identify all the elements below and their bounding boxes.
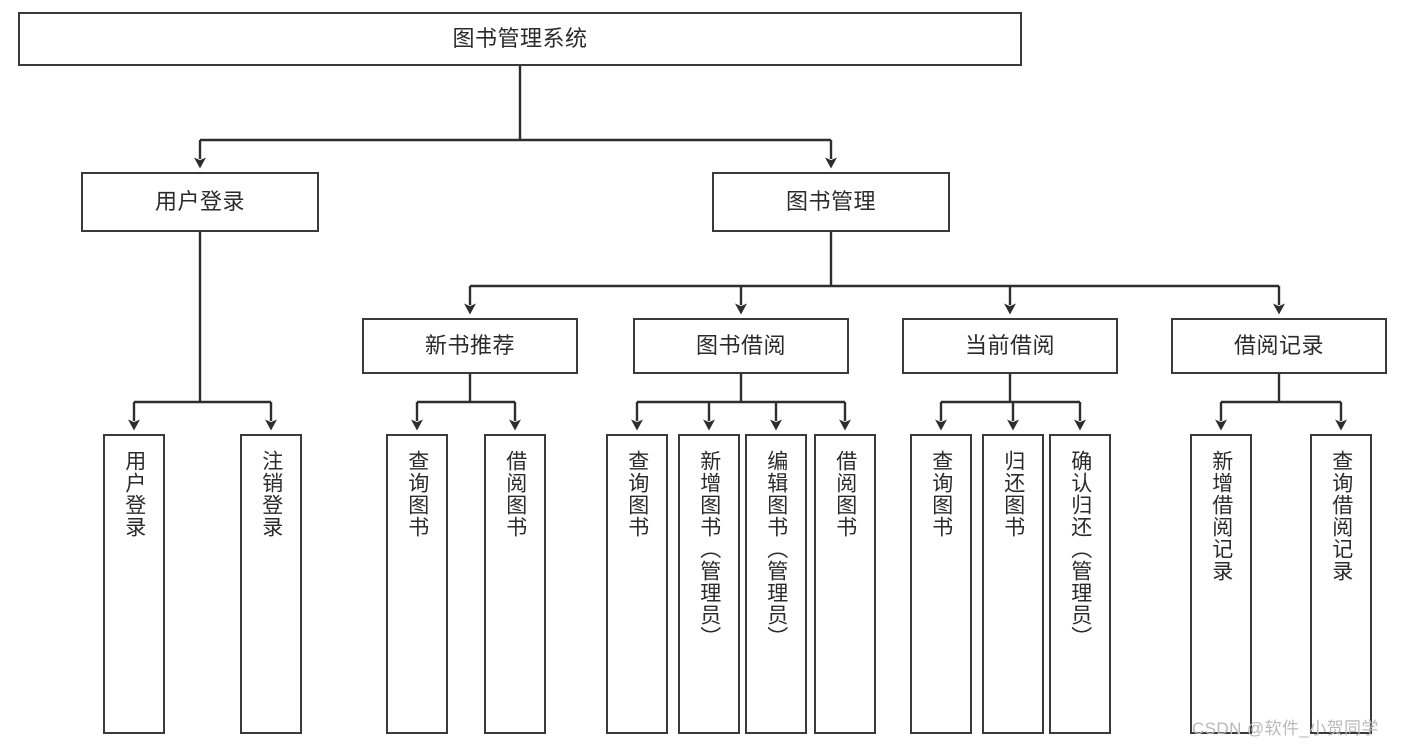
node-root[interactable]: 图书管理系统 <box>18 12 1022 66</box>
node-label: 编辑图书（管理员） <box>764 450 788 648</box>
node-leaf-confirm-return[interactable]: 确认归还（管理员） <box>1049 434 1111 734</box>
node-label: 查询图书 <box>405 450 429 538</box>
node-leaf-query-book-2[interactable]: 查询图书 <box>606 434 668 734</box>
node-label: 借阅记录 <box>1233 332 1324 358</box>
node-borrow-record[interactable]: 借阅记录 <box>1171 318 1387 374</box>
node-label: 查询图书 <box>625 450 649 538</box>
node-user-login[interactable]: 用户登录 <box>81 172 319 232</box>
node-label: 查询借阅记录 <box>1329 450 1353 582</box>
node-label: 新书推荐 <box>424 332 515 358</box>
node-leaf-borrow-book-2[interactable]: 借阅图书 <box>814 434 876 734</box>
node-book-borrow[interactable]: 图书借阅 <box>633 318 849 374</box>
node-label: 图书管理系统 <box>452 25 588 51</box>
node-leaf-edit-book[interactable]: 编辑图书（管理员） <box>745 434 807 734</box>
node-leaf-logout-login[interactable]: 注销登录 <box>240 434 302 734</box>
node-label: 当前借阅 <box>964 332 1055 358</box>
node-leaf-add-book[interactable]: 新增图书（管理员） <box>678 434 740 734</box>
node-leaf-user-login[interactable]: 用户登录 <box>103 434 165 734</box>
node-label: 新增图书（管理员） <box>697 450 721 648</box>
node-label: 归还图书 <box>1001 450 1025 538</box>
node-leaf-borrow-book-1[interactable]: 借阅图书 <box>484 434 546 734</box>
node-label: 借阅图书 <box>503 450 527 538</box>
node-label: 图书借阅 <box>695 332 786 358</box>
node-label: 用户登录 <box>154 188 245 214</box>
node-label: 新增借阅记录 <box>1209 450 1233 582</box>
node-leaf-query-book-1[interactable]: 查询图书 <box>386 434 448 734</box>
node-label: 注销登录 <box>259 450 283 538</box>
node-label: 图书管理 <box>785 188 876 214</box>
node-leaf-query-book-3[interactable]: 查询图书 <box>910 434 972 734</box>
node-label: 确认归还（管理员） <box>1068 450 1092 648</box>
node-label: 用户登录 <box>122 450 146 538</box>
csdn-watermark: CSDN @软件_小贺同学 <box>1192 719 1379 738</box>
node-leaf-return-book[interactable]: 归还图书 <box>982 434 1044 734</box>
node-new-book-rec[interactable]: 新书推荐 <box>362 318 578 374</box>
node-current-borrow[interactable]: 当前借阅 <box>902 318 1118 374</box>
node-label: 借阅图书 <box>833 450 857 538</box>
node-leaf-add-record[interactable]: 新增借阅记录 <box>1190 434 1252 734</box>
node-leaf-query-record[interactable]: 查询借阅记录 <box>1310 434 1372 734</box>
node-book-manage[interactable]: 图书管理 <box>712 172 950 232</box>
node-label: 查询图书 <box>929 450 953 538</box>
